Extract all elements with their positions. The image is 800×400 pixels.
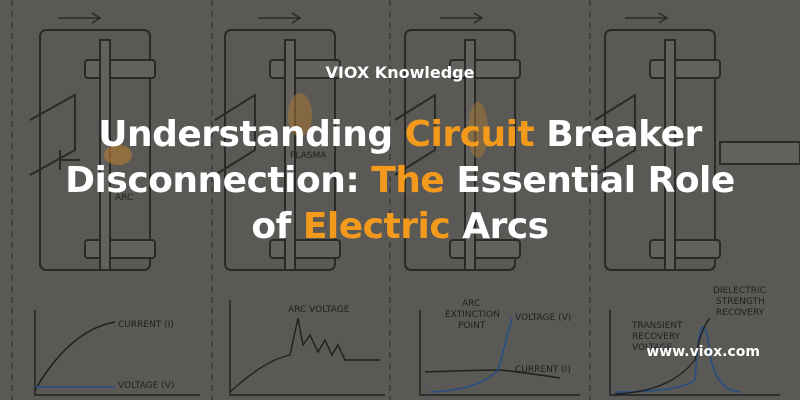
title-highlight: Electric	[302, 206, 451, 247]
label-current: CURRENT (I)	[118, 320, 174, 330]
label-arc-voltage: ARC VOLTAGE	[288, 305, 350, 315]
title-word: Essential Role	[444, 160, 735, 201]
title-word: Disconnection:	[65, 160, 372, 201]
title-line-1: Understanding Circuit Breaker	[20, 112, 780, 158]
title-word: Arcs	[450, 206, 549, 247]
label-transient-2: RECOVERY	[632, 332, 681, 342]
page-title: Understanding Circuit Breaker Disconnect…	[20, 112, 780, 250]
brand-label: VIOX Knowledge	[325, 63, 475, 82]
label-arc-extinction-1: ARC	[462, 299, 480, 309]
label-dielectric-3: RECOVERY	[716, 308, 765, 318]
title-word: of	[251, 206, 303, 247]
title-highlight: Circuit	[404, 114, 535, 155]
label-voltage-v: VOLTAGE (V)	[515, 313, 571, 323]
label-transient-3: VOLTAGE	[632, 343, 673, 353]
label-arc-extinction-2: EXTINCTION	[445, 310, 500, 320]
title-word: Understanding	[98, 114, 405, 155]
website-link[interactable]: www.viox.com	[646, 344, 760, 360]
title-word: Breaker	[534, 114, 702, 155]
label-arc-extinction-3: POINT	[458, 321, 486, 331]
label-voltage: VOLTAGE (V)	[118, 381, 174, 391]
label-current-i: CURRENT (I)	[515, 365, 571, 375]
label-transient-1: TRANSIENT	[631, 321, 683, 331]
title-highlight: The	[371, 160, 445, 201]
label-dielectric-1: DIELECTRIC	[713, 286, 766, 296]
title-line-2: Disconnection: The Essential Role	[20, 158, 780, 204]
label-plasma: PLASMA	[290, 151, 327, 161]
label-arc: ARC	[115, 193, 133, 203]
title-line-3: of Electric Arcs	[20, 204, 780, 250]
label-dielectric-2: STRENGTH	[716, 297, 765, 307]
